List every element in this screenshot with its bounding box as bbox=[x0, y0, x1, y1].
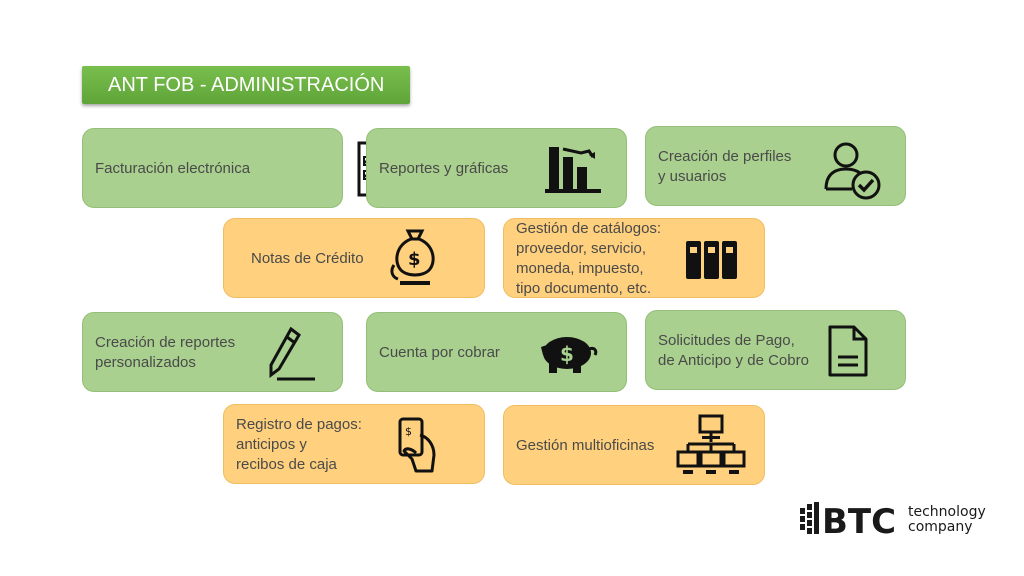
svg-text:$: $ bbox=[408, 249, 421, 270]
card-label: Facturación electrónica bbox=[95, 160, 251, 177]
card-label: proveedor, servicio, bbox=[516, 240, 647, 257]
card-multioficinas[interactable]: Gestión multioficinas bbox=[503, 405, 765, 485]
card-label: Registro de pagos: bbox=[236, 416, 362, 433]
svg-text:$: $ bbox=[405, 425, 412, 438]
card-label: Reportes y gráficas bbox=[379, 160, 509, 177]
card-label: de Anticipo y de Cobro bbox=[658, 352, 809, 369]
card-label: Solicitudes de Pago, bbox=[658, 332, 795, 349]
card-label: anticipos y bbox=[236, 436, 307, 453]
card-label: Creación de reportes bbox=[95, 334, 236, 351]
card-label: recibos de caja bbox=[236, 456, 337, 473]
user-check-icon bbox=[824, 142, 881, 200]
card-label: Gestión multioficinas bbox=[516, 437, 655, 454]
card-label: Cuenta por cobrar bbox=[379, 344, 500, 361]
card-label: Creación de perfiles bbox=[658, 148, 792, 165]
card-cuenta[interactable]: Cuenta por cobrar $ bbox=[366, 312, 627, 392]
card-label: personalizados bbox=[95, 354, 196, 371]
document-icon bbox=[828, 325, 868, 377]
card-notas[interactable]: Notas de Crédito $ bbox=[223, 218, 485, 298]
page-title-text: ANT FOB - ADMINISTRACIÓN bbox=[108, 73, 385, 96]
card-facturacion[interactable]: Facturación electrónica $ bbox=[82, 128, 397, 208]
logo-tagline-1: technology bbox=[908, 504, 986, 520]
card-reportes[interactable]: Reportes y gráficas bbox=[366, 128, 627, 208]
card-label: Gestión de catálogos: bbox=[516, 220, 662, 237]
card-label: Notas de Crédito bbox=[251, 250, 364, 267]
card-label: y usuarios bbox=[658, 168, 727, 185]
card-reportes-personalizados[interactable]: Creación de reportes personalizados bbox=[82, 312, 343, 392]
card-registro[interactable]: Registro de pagos: anticipos y recibos d… bbox=[223, 404, 485, 484]
card-perfiles[interactable]: Creación de perfiles y usuarios bbox=[645, 126, 906, 206]
mobile-payment-icon: $ bbox=[398, 417, 436, 473]
pencil-icon bbox=[269, 326, 315, 381]
card-label: tipo documento, etc. bbox=[516, 280, 652, 297]
bar-chart-icon bbox=[545, 147, 601, 193]
logo-mark: BTC technology company bbox=[800, 502, 986, 542]
network-icon bbox=[676, 414, 746, 474]
btc-logo: BTC technology company bbox=[800, 500, 990, 542]
logo-brand: BTC bbox=[822, 502, 896, 536]
piggy-bank-icon: $ bbox=[541, 337, 598, 373]
binders-icon bbox=[686, 241, 737, 279]
svg-text:$: $ bbox=[560, 342, 574, 366]
card-catalogos[interactable]: Gestión de catálogos: proveedor, servici… bbox=[503, 218, 765, 298]
page-title: ANT FOB - ADMINISTRACIÓN bbox=[82, 66, 410, 104]
card-solicitudes[interactable]: Solicitudes de Pago, de Anticipo y de Co… bbox=[645, 310, 906, 390]
money-bag-icon: $ bbox=[390, 229, 435, 285]
card-label: moneda, impuesto, bbox=[516, 260, 644, 277]
logo-tagline-2: company bbox=[908, 519, 973, 535]
